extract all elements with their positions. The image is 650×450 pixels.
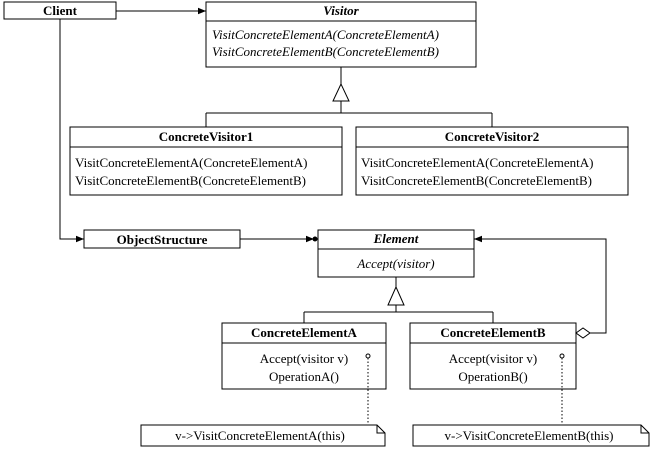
object-structure-class[interactable]: ObjectStructure: [83, 229, 241, 249]
element-title: Element: [373, 231, 419, 246]
visitor-title: Visitor: [323, 3, 359, 18]
concrete-element-b-op-accept: Accept(visitor v): [449, 351, 537, 366]
client-label: Client: [43, 3, 78, 18]
inheritance-triangle-icon: [387, 285, 405, 306]
element-op: Accept(visitor): [356, 256, 434, 271]
concrete-visitor2-op-b: VisitConcreteElementB(ConcreteElementB): [361, 173, 592, 188]
concrete-element-a-title: ConcreteElementA: [251, 325, 358, 340]
note-b: v->VisitConcreteElementB(this): [412, 424, 650, 447]
client-objectstructure-association: [59, 19, 84, 243]
visitor-inheritance: [205, 67, 493, 127]
note-b-connector: [559, 353, 565, 425]
note-a-connector: [365, 353, 371, 425]
association-dot: [312, 236, 318, 242]
concrete-visitor2-class[interactable]: ConcreteVisitor2 VisitConcreteElementA(C…: [355, 126, 629, 196]
element-inheritance: [303, 277, 494, 323]
note-a-text: v->VisitConcreteElementA(this): [175, 428, 345, 443]
object-structure-label: ObjectStructure: [117, 232, 208, 247]
element-class[interactable]: Element Accept(visitor): [317, 229, 475, 278]
concrete-element-b-title: ConcreteElementB: [440, 325, 546, 340]
concrete-element-b-op-operation: OperationB(): [458, 369, 527, 384]
visitor-op-a: VisitConcreteElementA(ConcreteElementA): [212, 27, 439, 42]
visitor-class[interactable]: Visitor VisitConcreteElementA(ConcreteEl…: [205, 1, 477, 68]
concrete-visitor1-title: ConcreteVisitor1: [159, 129, 254, 144]
concrete-element-a-op-operation: OperationA(): [269, 369, 339, 384]
note-b-text: v->VisitConcreteElementB(this): [444, 428, 613, 443]
note-a: v->VisitConcreteElementA(this): [140, 424, 386, 447]
aggregation-diamond-icon: [575, 327, 591, 339]
inheritance-triangle-icon: [332, 82, 350, 102]
elementb-element-aggregation: [474, 235, 607, 339]
concrete-element-a-class[interactable]: ConcreteElementA Accept(visitor v) Opera…: [221, 322, 387, 390]
concrete-visitor2-op-a: VisitConcreteElementA(ConcreteElementA): [361, 155, 593, 170]
concrete-visitor1-class[interactable]: ConcreteVisitor1 VisitConcreteElementA(C…: [69, 126, 343, 196]
concrete-visitor1-op-a: VisitConcreteElementA(ConcreteElementA): [75, 155, 307, 170]
concrete-element-b-class[interactable]: ConcreteElementB Accept(visitor v) Opera…: [409, 322, 577, 390]
visitor-op-b: VisitConcreteElementB(ConcreteElementB): [212, 44, 439, 59]
concrete-visitor1-op-b: VisitConcreteElementB(ConcreteElementB): [75, 173, 306, 188]
concrete-visitor2-title: ConcreteVisitor2: [445, 129, 540, 144]
concrete-element-a-op-accept: Accept(visitor v): [260, 351, 348, 366]
client-class[interactable]: Client: [3, 1, 117, 20]
